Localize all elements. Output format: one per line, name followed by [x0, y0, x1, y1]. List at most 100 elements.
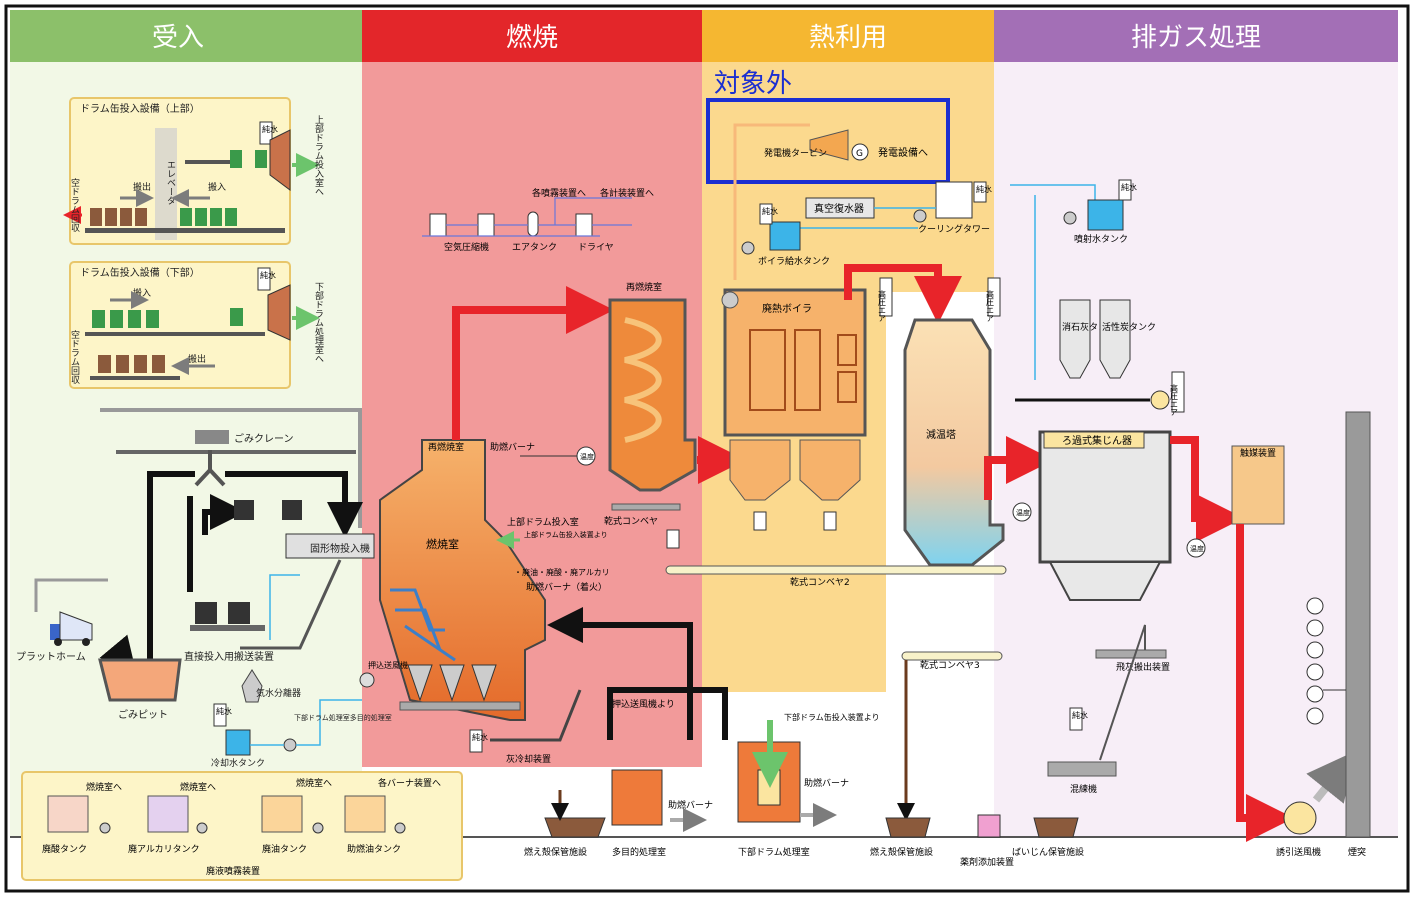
ash-store-label-2: 燃え殻保管施設 [870, 846, 933, 858]
ash-store-1-shape [545, 818, 605, 837]
fly-ash-label: 飛灰搬出装置 [1116, 661, 1170, 673]
pure-water-label-4: 純水 [472, 732, 488, 742]
garbage-pit [100, 660, 180, 700]
upper-drum-from-label: 上部ドラム缶投入装置より [524, 530, 608, 539]
carry-in-label-1: 搬入 [208, 181, 226, 193]
to-spray-label: 各噴霧装置へ [532, 187, 586, 199]
tank-alkali-label: 廃アルカリタンク [128, 843, 200, 855]
pure-water-label-6: 純水 [762, 206, 778, 216]
pit-label: ごみピット [118, 708, 168, 721]
chem-tank [978, 815, 1000, 837]
ash-cooler-label: 灰冷却装置 [506, 753, 551, 765]
to-upper-drum-label: 上部ドラム投入室へ [313, 115, 324, 196]
crane-label: ごみクレーン [234, 432, 294, 445]
zone-heat-upper [886, 62, 994, 292]
empty-drum-label-1: 空ドラム回収 [69, 177, 80, 233]
dust-store-shape [1034, 818, 1078, 837]
from-lower-drum-label: 下部ドラム缶投入装置より [784, 712, 880, 722]
steam-separator-label: 気水分離器 [256, 687, 301, 699]
to-instr-label: 各計装装置へ [600, 187, 654, 199]
drum-upper-box: ドラム缶投入設備（上部） エレベータ 搬出 搬入 純水 [70, 98, 308, 244]
header-burn-label: 燃焼 [506, 23, 558, 53]
air-comp-label: 空気圧縮機 [444, 241, 489, 253]
lime-tank [1060, 300, 1090, 378]
to-each-burner-label: 各バーナ装置へ [378, 777, 441, 789]
carry-out-label-2: 搬出 [188, 353, 206, 365]
stack-label: 煙突 [1348, 846, 1366, 858]
drum-lower-title: ドラム缶投入設備（下部） [80, 266, 200, 279]
generator-turbine-label: 発電機タービン [764, 147, 827, 159]
cooling-tower-label: クーリングタワー [918, 223, 990, 235]
vacuum-condenser-label: 真空復水器 [814, 202, 864, 215]
to-burn-label-1: 燃焼室へ [86, 781, 122, 793]
chem-add-label: 薬剤添加装置 [960, 856, 1014, 868]
fly-ash-conveyor [1096, 650, 1166, 658]
stack [1346, 412, 1370, 837]
induced-fan-label: 誘引送風機 [1276, 846, 1321, 858]
spray-tank-label: 噴射水タンク [1074, 233, 1128, 245]
boiler-tank [770, 222, 800, 250]
hp-air-label-2: 高圧エア [986, 289, 995, 322]
pure-water-label-1: 純水 [262, 124, 278, 134]
liquid-spray-label: 廃液噴霧装置 [206, 865, 260, 877]
boiler-tank-label: ボイラ給水タンク [758, 255, 830, 267]
cooling-tank [226, 730, 250, 755]
mixer [1048, 762, 1116, 776]
header-bar: 受入 燃焼 熱利用 排ガス処理 [10, 10, 1398, 62]
bag-filter-label: ろ過式集じん器 [1062, 434, 1132, 447]
out-of-scope-label: 対象外 [714, 69, 792, 99]
liquid-spray-box: 燃焼室へ 燃焼室へ 燃焼室へ 各バーナ装置へ 廃酸タンク 廃アルカリタンク 廃油… [22, 772, 462, 880]
burner-label-2: 助燃バーナ [668, 799, 713, 811]
gas-cooling-tower-label: 減温塔 [926, 428, 956, 441]
ignition-burner-label: 助燃バーナ（着火） [526, 581, 607, 593]
generator-label: G [856, 149, 863, 159]
hp-air-label-3: 高圧エア [1170, 383, 1179, 416]
pump-1 [284, 739, 296, 751]
elevator-label: エレベータ [165, 160, 176, 205]
thermo-label-3: 温度 [1190, 544, 1204, 553]
drum-upper-title: ドラム缶投入設備（上部） [80, 102, 200, 115]
tank-oil-shape [262, 796, 302, 832]
grate-hoppers [408, 665, 496, 700]
push-fan-icon [360, 673, 374, 687]
lower-drum-chute [268, 285, 290, 340]
multi-room-label: 多目的処理室 [612, 846, 666, 858]
upper-drum-feed-label: 上部ドラム投入室 [507, 516, 579, 528]
reburn-small-label: 再燃焼室 [428, 441, 464, 453]
thermo-label-2: 温度 [1016, 508, 1030, 517]
pure-water-label-3: 純水 [216, 706, 232, 716]
burner-label-3: 助燃バーナ [804, 777, 849, 789]
hp-air-label-1: 高圧エア [878, 289, 887, 322]
tank-aux-oil-label: 助燃油タンク [347, 843, 401, 855]
carry-out-label-1: 搬出 [133, 181, 151, 193]
tank-acid-label: 廃酸タンク [42, 843, 87, 855]
gas-cooling-tower [905, 320, 1003, 565]
thermo-label-1: 温度 [580, 452, 594, 461]
burner-label-1: 助燃バーナ [490, 441, 535, 453]
push-fan-label: 押込送風機 [368, 660, 408, 670]
dry-conveyor-label-3: 乾式コンベヤ3 [920, 659, 980, 671]
pure-water-label-2: 純水 [260, 270, 276, 280]
tank-aux-oil-shape [345, 796, 385, 832]
header-exhaust-label: 排ガス処理 [1131, 23, 1261, 53]
waste-heat-boiler-label: 廃熱ボイラ [762, 302, 812, 315]
tank-alkali-shape [148, 796, 188, 832]
to-burn-label-3: 燃焼室へ [296, 777, 332, 789]
lower-drum-aux-label: 下部ドラム処理室多目的処理室 [294, 713, 392, 722]
reburn-chamber-label: 再燃焼室 [626, 281, 662, 293]
tank-oil-label: 廃油タンク [262, 843, 307, 855]
dry-conveyor-label-2: 乾式コンベヤ2 [790, 576, 850, 588]
from-push-fan-label: 押込送風機より [612, 698, 675, 710]
carbon-tank-label: 活性炭タンク [1102, 321, 1156, 333]
ash-store-2-shape [886, 818, 930, 837]
direct-conveyor-label: 直接投入用搬送装置 [184, 650, 274, 663]
platform-label: プラットホーム [16, 651, 86, 663]
crane-trolley [195, 430, 229, 444]
pure-water-label-8: 純水 [1072, 710, 1088, 720]
pure-water-label-5: 純水 [976, 184, 992, 194]
induced-fan-icon [1284, 802, 1316, 834]
dust-store-label: ばいじん保管施設 [1012, 846, 1084, 858]
tank-acid-shape [48, 796, 88, 832]
dry-conveyor-2 [666, 566, 1006, 574]
